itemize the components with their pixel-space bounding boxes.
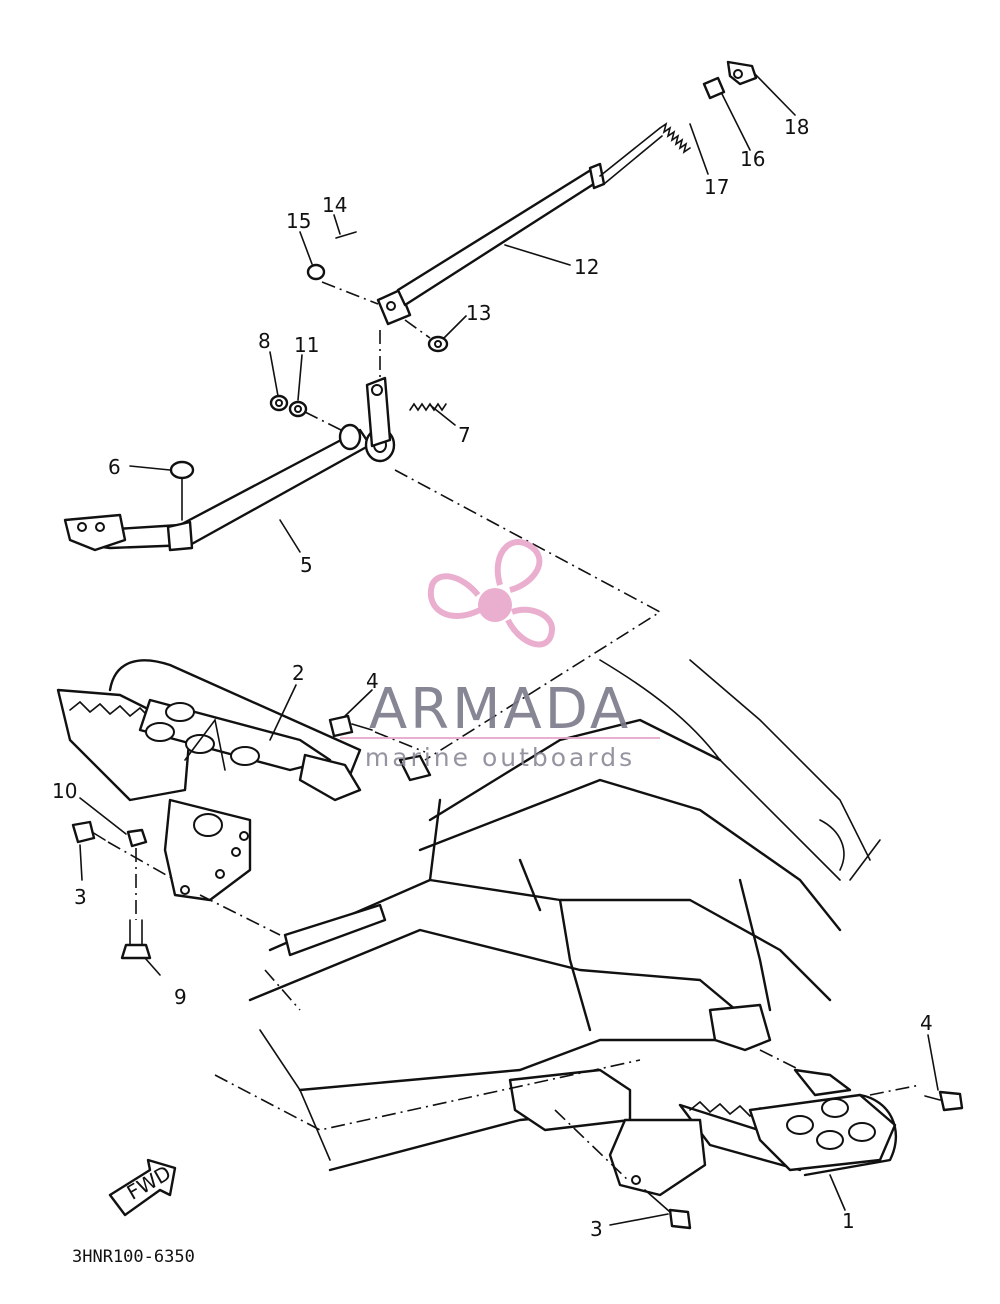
callout-7: 7 xyxy=(458,423,471,447)
adjuster-nut xyxy=(726,60,758,86)
frame xyxy=(214,469,881,1172)
pedal-cap xyxy=(169,460,195,521)
propeller-logo xyxy=(427,539,555,648)
callout-10: 10 xyxy=(52,779,77,803)
diagram-code: 3HNR100-6350 xyxy=(72,1247,195,1267)
bolt-3-left xyxy=(71,820,176,881)
callout-11: 11 xyxy=(294,333,319,357)
washer-13 xyxy=(427,335,449,353)
footrest-right xyxy=(554,1068,921,1197)
adjuster-pin xyxy=(702,76,726,100)
callout-6: 6 xyxy=(108,455,121,479)
callout-4-right: 4 xyxy=(920,1011,933,1035)
callouts: 1 2 3 3 4 4 5 6 7 8 9 10 11 xyxy=(52,73,939,1241)
bolt-4-right xyxy=(924,1090,964,1112)
bolt-4-upper xyxy=(328,714,432,782)
nut-10 xyxy=(126,828,148,848)
watermark: ARMADA marine outboards xyxy=(340,539,660,772)
callout-15: 15 xyxy=(286,209,311,233)
callout-8: 8 xyxy=(258,329,271,353)
callout-2: 2 xyxy=(292,661,305,685)
callout-16: 16 xyxy=(740,147,765,171)
callout-17: 17 xyxy=(704,175,729,199)
callout-12: 12 xyxy=(574,255,599,279)
cotter-pin xyxy=(306,231,357,281)
bolt-3-right xyxy=(644,1189,692,1230)
footrest-left xyxy=(56,659,387,957)
fwd-arrow: FWD xyxy=(108,1158,177,1217)
callout-4-upper: 4 xyxy=(366,669,379,693)
callout-5: 5 xyxy=(300,553,313,577)
watermark-tagline: marine outboards xyxy=(365,743,635,772)
bolt-9 xyxy=(120,848,152,960)
return-spring xyxy=(409,402,447,412)
callout-1: 1 xyxy=(842,1209,855,1233)
callout-18: 18 xyxy=(784,115,809,139)
callout-3-left: 3 xyxy=(74,885,87,909)
washers xyxy=(269,394,346,433)
callout-3-right: 3 xyxy=(590,1217,603,1241)
adjuster-spring xyxy=(659,122,691,154)
brake-rod xyxy=(321,127,663,380)
watermark-brand: ARMADA xyxy=(369,677,631,742)
callout-13: 13 xyxy=(466,301,491,325)
callout-9: 9 xyxy=(174,985,187,1009)
callout-14: 14 xyxy=(322,193,347,217)
brake-pedal xyxy=(63,376,396,552)
